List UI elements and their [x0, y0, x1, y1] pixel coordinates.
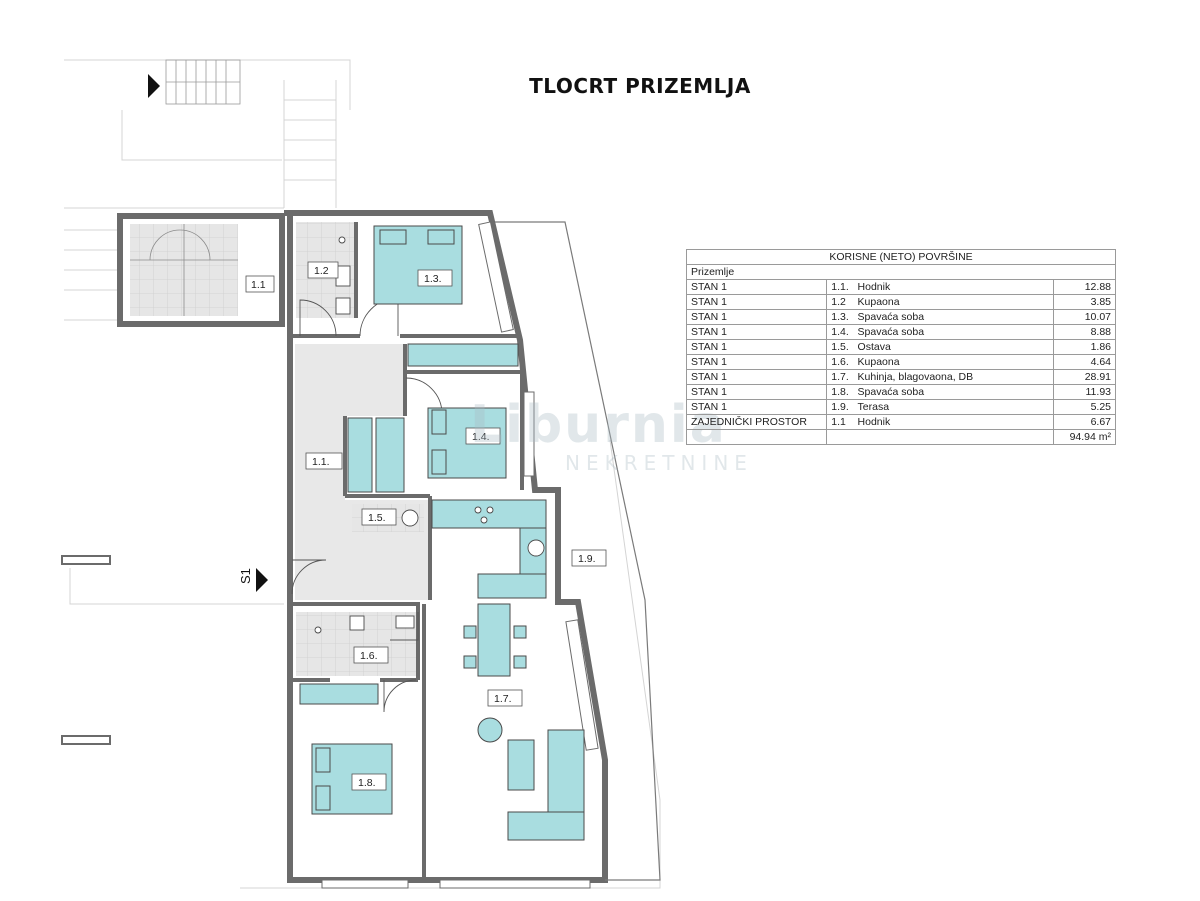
windows [321, 221, 599, 889]
label-1-4: 1.4. [472, 431, 490, 443]
area-cell: 4.64 [1053, 354, 1116, 370]
unit-cell: STAN 1 [685, 309, 828, 325]
label-1-3: 1.3. [424, 273, 442, 285]
unit-cell: STAN 1 [685, 294, 828, 310]
area-cell: 6.67 [1053, 414, 1116, 430]
number-cell: 1.1. [826, 279, 854, 295]
area-table-subheader-row: Prizemlje [686, 264, 1116, 280]
room-cell: Spavaća soba [853, 324, 1055, 340]
entry-arrow-top [148, 74, 160, 98]
number-cell: 1.9. [826, 399, 854, 415]
plan-title: TLOCRT PRIZEMLJA [529, 74, 751, 98]
room-labels: 1.1 1.2 1.3. 1.1. 1.4. 1.5. 1.9. 1.6. 1.… [245, 261, 607, 791]
total-row: 94.94 m² [685, 429, 1116, 445]
room-cell: Kupaona [853, 294, 1055, 310]
empty-cell [826, 429, 854, 445]
area-cell: 11.93 [1053, 384, 1116, 400]
area-cell: 8.88 [1053, 324, 1116, 340]
label-1-6: 1.6. [360, 650, 378, 662]
terrace-outline [495, 221, 661, 881]
label-1-5: 1.5. [368, 512, 386, 524]
external-stair [165, 59, 241, 105]
area-cell: 1.86 [1053, 339, 1116, 355]
label-1-1-stair: 1.1 [251, 279, 266, 291]
area-cell: 12.88 [1053, 279, 1116, 295]
area-cell: 28.91 [1053, 369, 1116, 385]
number-cell: 1.1 [826, 414, 854, 430]
unit-cell: STAN 1 [685, 399, 828, 415]
label-1-8: 1.8. [358, 777, 376, 789]
fixtures [314, 236, 545, 634]
label-1-1-corridor: 1.1. [312, 456, 330, 468]
interior-walls [292, 222, 524, 880]
unit-cell: STAN 1 [685, 384, 828, 400]
furniture [299, 225, 585, 841]
number-cell: 1.3. [826, 309, 854, 325]
corridor-floor [295, 344, 430, 600]
label-1-2: 1.2 [314, 265, 329, 277]
room-cell: Hodnik [853, 279, 1055, 295]
unit-cell: STAN 1 [685, 369, 828, 385]
room-cell: Kupaona [853, 354, 1055, 370]
room-cell: Spavaća soba [853, 309, 1055, 325]
number-cell: 1.4. [826, 324, 854, 340]
label-1-7: 1.7. [494, 693, 512, 705]
number-cell: 1.7. [826, 369, 854, 385]
room-cell: Spavaća soba [853, 384, 1055, 400]
area-table-subheader: Prizemlje [686, 264, 1116, 280]
area-cell: 10.07 [1053, 309, 1116, 325]
area-cell: 3.85 [1053, 294, 1116, 310]
room-cell: Terasa [853, 399, 1055, 415]
total-area: 94.94 m² [1053, 429, 1116, 445]
area-table-header: KORISNE (NETO) POVRŠINE [686, 249, 1116, 265]
unit-cell: STAN 1 [685, 279, 828, 295]
number-cell: 1.5. [826, 339, 854, 355]
unit-cell: ZAJEDNIČKI PROSTOR [685, 414, 828, 430]
empty-cell [853, 429, 1055, 445]
side-markers [61, 555, 111, 745]
label-1-9: 1.9. [578, 553, 596, 565]
area-table: KORISNE (NETO) POVRŠINE Prizemlje STAN 1… [685, 249, 1116, 445]
number-cell: 1.6. [826, 354, 854, 370]
room-cell: Ostava [853, 339, 1055, 355]
unit-cell: STAN 1 [685, 339, 828, 355]
room-cell: Hodnik [853, 414, 1055, 430]
area-table-wrap: KORISNE (NETO) POVRŠINE Prizemlje STAN 1… [685, 249, 1116, 445]
section-arrow [256, 568, 268, 592]
area-cell: 5.25 [1053, 399, 1116, 415]
number-cell: 1.8. [826, 384, 854, 400]
empty-cell [685, 429, 828, 445]
room-cell: Kuhinja, blagovaona, DB [853, 369, 1055, 385]
area-table-header-row: KORISNE (NETO) POVRŠINE [686, 249, 1116, 265]
section-marker: S1 [238, 568, 268, 592]
unit-cell: STAN 1 [685, 324, 828, 340]
unit-cell: STAN 1 [685, 354, 828, 370]
section-label: S1 [238, 568, 253, 584]
number-cell: 1.2 [826, 294, 854, 310]
stair-core [117, 213, 285, 327]
